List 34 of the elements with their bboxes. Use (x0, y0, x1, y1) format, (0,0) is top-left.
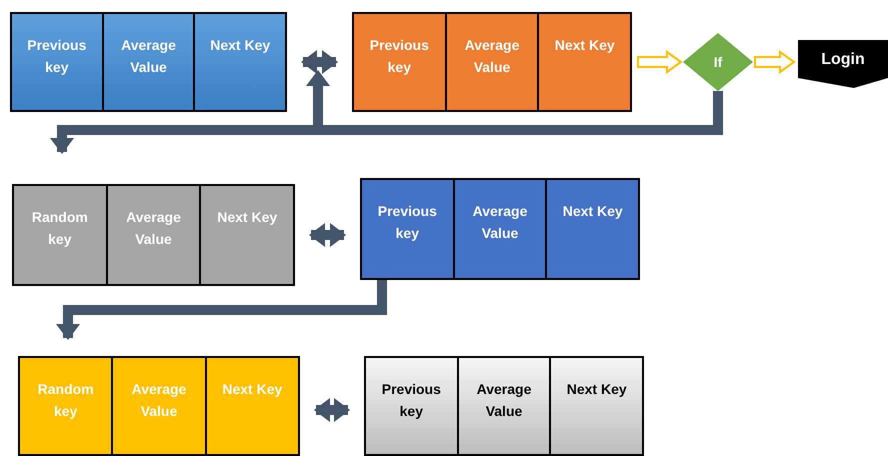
cell-label: Next Key (562, 202, 623, 221)
cell-label: Random key (30, 208, 89, 250)
cell-label: Previous key (376, 202, 438, 244)
block-arrow (301, 50, 338, 74)
record-box (364, 356, 644, 456)
banner-label: Login (821, 50, 865, 70)
block-arrow (56, 280, 387, 340)
cell-label: Average Value (476, 380, 532, 422)
cell-label: Next Key (554, 36, 615, 55)
banner-shape (798, 40, 888, 88)
cell-label: Previous key (380, 380, 442, 422)
cell-label: Average Value (464, 36, 520, 78)
cell-label: Previous key (368, 36, 430, 78)
block-arrow (309, 223, 346, 247)
decision-label: If (714, 52, 722, 72)
hollow-arrow (754, 50, 796, 74)
cell-label: Average Value (125, 208, 182, 250)
cell-label: Next Key (210, 36, 270, 55)
record-box (10, 12, 287, 112)
block-arrow (314, 398, 350, 422)
cell-label: Next Key (566, 380, 627, 399)
hollow-arrow (637, 50, 683, 74)
cell-label: Next Key (217, 208, 278, 227)
record-box (12, 184, 295, 286)
decision-diamond (683, 33, 753, 91)
record-box (360, 178, 640, 280)
cell-label: Average Value (120, 36, 177, 78)
cell-label: Average Value (472, 202, 528, 244)
cell-label: Random key (36, 380, 95, 422)
cell-label: Next Key (222, 380, 282, 399)
record-box (18, 356, 300, 456)
cell-label: Average Value (130, 380, 188, 422)
cell-label: Previous key (26, 36, 88, 78)
record-box (352, 12, 632, 112)
